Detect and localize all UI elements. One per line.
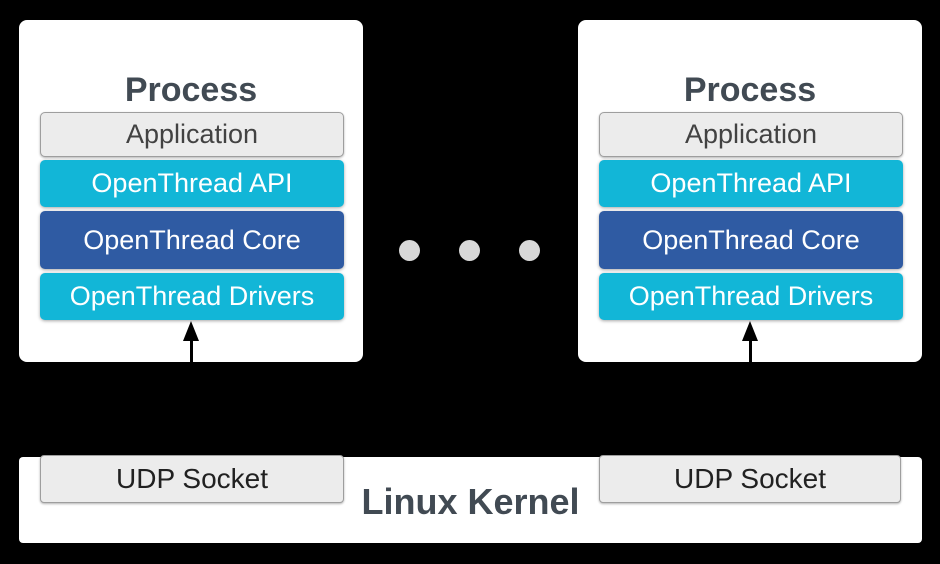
layer-application-label: Application [125, 119, 259, 149]
udp-socket-label: UDP Socket [674, 463, 826, 494]
layer-application-label: Application [684, 119, 818, 149]
udp-socket-right: UDP Socket [599, 455, 901, 503]
layer-openthread-drivers: OpenThread Drivers [599, 273, 903, 320]
arrow-stem [748, 341, 752, 362]
layer-openthread-api: OpenThread API [40, 160, 344, 207]
layer-openthread-drivers-label: OpenThread Drivers [69, 281, 315, 311]
ellipsis-dot [459, 240, 480, 261]
layer-openthread-core: OpenThread Core [599, 211, 903, 269]
udp-socket-label: UDP Socket [116, 463, 268, 494]
layer-openthread-drivers-label: OpenThread Drivers [628, 281, 874, 311]
arrow-head [183, 321, 199, 341]
ellipsis-dots [399, 240, 540, 261]
layer-openthread-api: OpenThread API [599, 160, 903, 207]
layer-openthread-drivers: OpenThread Drivers [40, 273, 344, 320]
ellipsis-dot [519, 240, 540, 261]
layer-openthread-core: OpenThread Core [40, 211, 344, 269]
arrow-stem [189, 341, 193, 362]
ellipsis-dot [399, 240, 420, 261]
layer-openthread-api-label: OpenThread API [91, 168, 293, 198]
layer-openthread-core-label: OpenThread Core [642, 224, 860, 255]
upward-arrow-icon [742, 321, 758, 362]
layer-openthread-api-label: OpenThread API [650, 168, 852, 198]
layer-openthread-core-label: OpenThread Core [83, 224, 301, 255]
process-box-left: Process Application OpenThread API OpenT… [19, 20, 363, 362]
udp-socket-left: UDP Socket [40, 455, 344, 503]
process-title: Process [683, 71, 817, 109]
layer-application: Application [599, 112, 903, 157]
layer-application: Application [40, 112, 344, 157]
upward-arrow-icon [183, 321, 199, 362]
process-title: Process [124, 71, 258, 109]
arrow-head [742, 321, 758, 341]
linux-kernel-label: Linux Kernel [361, 481, 580, 522]
process-box-right: Process Application OpenThread API OpenT… [578, 20, 922, 362]
